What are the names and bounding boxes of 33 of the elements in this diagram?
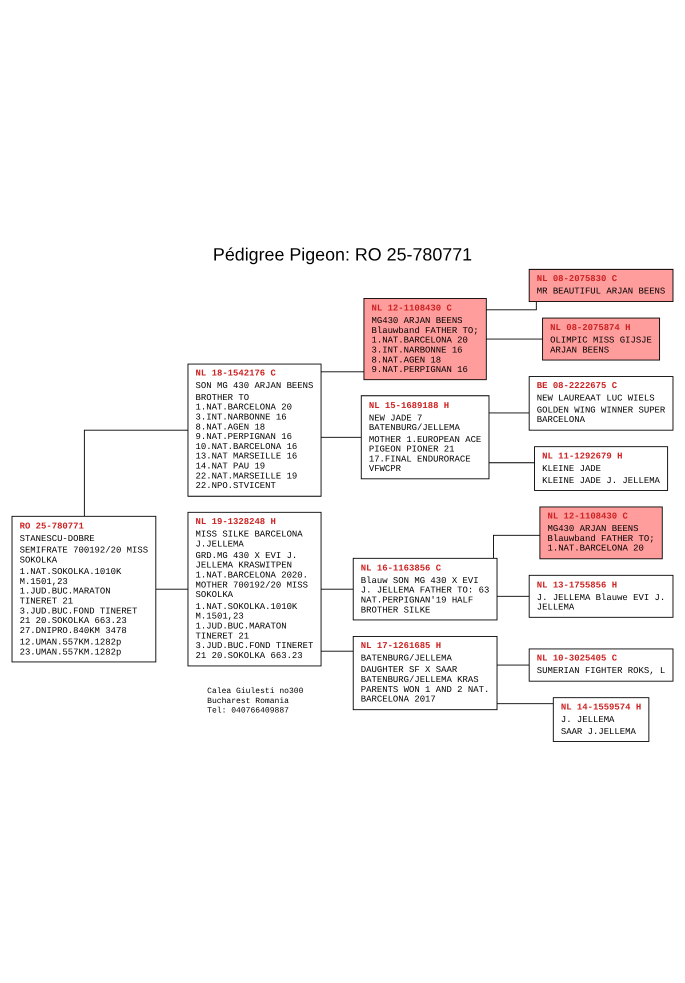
connector <box>486 338 543 339</box>
node-box: NL 08-2075874 H OLIMPIC MISS GIJSJE ARJAN BEENS <box>542 317 660 360</box>
node-box: NL 10-3025405 C SUMERIAN FIGHTER ROKS, L <box>528 648 674 682</box>
node-box: NL 13-1755856 H J. JELLEMA Blauwe EVI J. JELLEMA <box>528 574 674 618</box>
connector <box>320 588 354 590</box>
node-box: NL 11-1292679 H KLEINE JADE KLEINE JADE J. JELLEMA <box>534 446 668 490</box>
node-box: NL 15-1689188 H NEW JADE 7 BATENBURG/JELLEMA MOTHER 1.EUROPEAN ACE PIGEON PIONER 21 17.FINAL ENDURORACE VFWCPR <box>360 394 490 479</box>
label: Bucharest Romania <box>207 696 289 706</box>
node-box: NL 19-1328248 H MISS SILKE BARCELONA J.JELLEMA GRD.MG 430 X EVI J. JELLEMA KRASWITPEN 1.NAT.BARCELONA 2020. MOTHER 700192/20 MISS SOKOLKA 1.NAT.SOKOLKA.1010K M.1501,23 1.JUD.BUC.MARATON TINERET 21 3.JUD.BUC.FOND TINERET 21 20.SOKOLKA 663.23 <box>188 511 322 666</box>
node-box: NL 08-2075830 C MR BEAUTIFUL ARJAN BEENS <box>528 268 674 302</box>
node-box: NL 12-1108430 C MG430 ARJAN BEENS Blauwband FATHER TO; 1.NAT.BARCELONA 20 <box>539 506 663 559</box>
node-box: NL 12-1108430 C MG430 ARJAN BEENS Blauwband FATHER TO; 1.NAT.BARCELONA 20 3.INT.NARBONNE 16 8.NAT.AGEN 18 9.NAT.PERPIGNAN 16 <box>363 297 487 380</box>
node-box: BE 08-2222675 C NEW LAUREAAT LUC WIELS GOLDEN WING WINNER SUPER BARCELONA <box>528 376 674 430</box>
node-box: NL 17-1261685 H BATENBURG/JELLEMA DAUGHTER SF X SAAR BATENBURG/JELLEMA KRAS PARENTS WON 1 AND 2 NAT. BARCELONA 2017 <box>352 636 498 710</box>
connector <box>486 300 537 310</box>
connector <box>320 370 364 372</box>
connector <box>496 595 530 596</box>
connector <box>156 588 188 590</box>
connector <box>320 436 362 438</box>
node-box: NL 14-1559574 H J. JELLEMA SAAR J.JELLEMA <box>552 696 650 742</box>
diagram-title: Pédigree Pigeon: RO 25-780771 <box>212 244 472 264</box>
label: Tel: 040766409887 <box>207 706 289 716</box>
node-box: RO 25-780771 STANESCU-DOBRE SEMIFRATE 700192/20 MISS SOKOLKA 1.NAT.SOKOLKA.1010K M.1501,23 1.JUD.BUC.MARATON TINERET 21 3.JUD.BUC.FOND TINERET 21 20.SOKOLKA 663.23 27.DNIPRO.840KM 3478 12.UMAN.557KM.1282p 23.UMAN.557KM.1282p <box>12 515 156 662</box>
connector <box>488 462 535 463</box>
connector <box>320 650 354 652</box>
connector <box>84 429 188 516</box>
connector <box>493 534 540 558</box>
connector <box>496 702 554 704</box>
node-box: NL 18-1542176 C SON MG 430 ARJAN BEENS BROTHER TO 1.NAT.BARCELONA 20 3.INT.NARBONNE 16 8.NAT.AGEN 18 9.NAT.PERPIGNAN 16 10.NAT.BARCELONA 16 13.NAT MARSEILLE 16 14.NAT PAU 19 22.NAT.MARSEILLE 19 22.NPO.STVICENT <box>188 363 322 496</box>
connector <box>496 664 530 665</box>
label: Calea Giulesti no300 <box>207 686 304 696</box>
node-box: NL 16-1163856 C Blauw SON MG 430 X EVI J. JELLEMA FATHER TO: 63 NAT.PERPIGNAN'19 HALF BROTHER SILKE <box>352 557 498 620</box>
connector <box>488 412 530 413</box>
